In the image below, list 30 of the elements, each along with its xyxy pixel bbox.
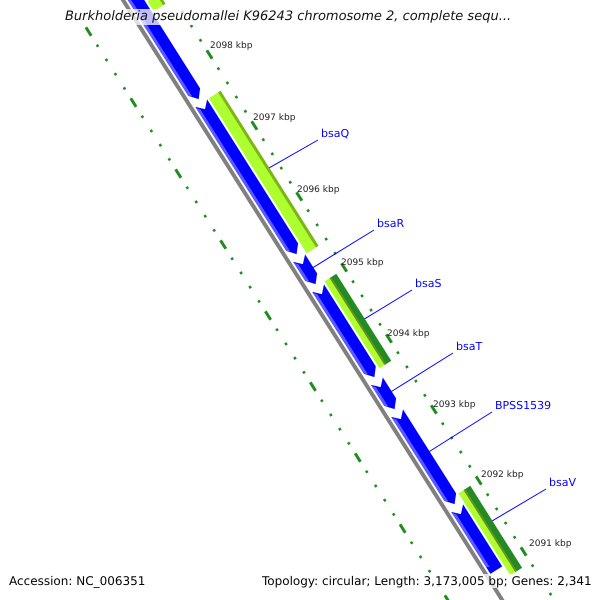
gene-label: bsaS [415,277,442,290]
map-title: Burkholderia pseudomallei K96243 chromosome 2, complete sequ... [65,9,512,25]
gene-label: bsaT [456,340,482,354]
scale-label: 2092 kbp [481,470,524,481]
gene-bar [148,0,166,12]
gene-label: bsaV [549,476,576,490]
gene-segment [195,99,298,254]
gene-segment [312,284,376,378]
gene-segment [293,254,318,284]
scale-label: 2097 kbp [253,113,296,124]
leader-line [429,412,492,452]
leader-line [364,290,412,320]
gene-label: BPSS1539 [495,399,552,412]
leader-line [268,140,318,168]
scale-label: 2093 kbp [433,400,476,411]
leader-line [391,352,454,392]
gene-bar [458,486,522,576]
scale-label: 2096 kbp [297,185,340,196]
gene-label: bsaQ [321,127,350,140]
gene-segment [371,377,396,410]
summary-text: Topology: circular; Length: 3,173,005 bp; Genes: 2,341 [262,574,592,588]
leader-line [492,488,546,522]
scale-label: 2094 kbp [387,329,430,340]
scale-label: 2098 kbp [210,41,252,52]
accession-text: Accession: NC_006351 [9,574,146,588]
gene-segment [391,409,456,504]
gene-label: bsaR [377,217,404,230]
scale-label: 2091 kbp [529,539,572,550]
leader-line [312,230,374,268]
scale-label: 2095 kbp [341,258,384,269]
